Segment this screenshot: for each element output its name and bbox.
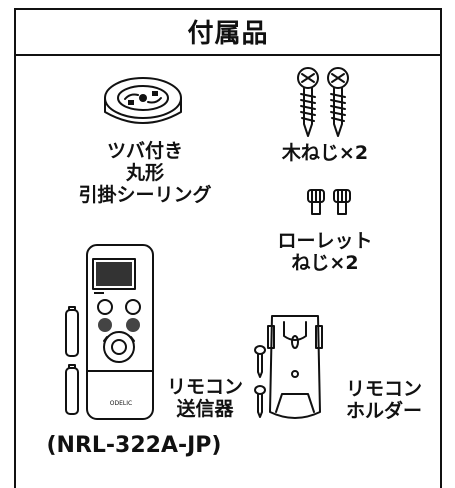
remote-model-label: (NRL-322A-JP) (46, 433, 222, 458)
remote-label: リモコン 送信器 (160, 376, 250, 420)
wood-screw-icon (297, 67, 349, 137)
knurled-screws-label: ローレット ねじ×2 (260, 230, 390, 274)
remote-brand-mark: ODELIC (110, 400, 132, 407)
knurled-screws-line2: ねじ×2 (291, 252, 359, 274)
remote-control-icon: ODELIC (86, 244, 154, 420)
holder-line1: リモコン (345, 378, 422, 400)
knurled-screws-line1: ローレット (277, 230, 373, 252)
holder-line2: ホルダー (345, 400, 422, 422)
holder-label: リモコン ホルダー (334, 378, 434, 422)
remote-line1: リモコン (166, 376, 243, 398)
remote-line2: 送信器 (176, 398, 234, 420)
ceiling-rose-icon (104, 77, 182, 124)
ceiling-rose-line1: ツバ付き (106, 140, 183, 162)
page-title: 付属品 (187, 18, 269, 49)
ceiling-rose-line2: 丸形 (125, 162, 164, 184)
knurled-screw-icon (307, 189, 351, 215)
header-bar: 付属品 (14, 8, 442, 56)
accessories-frame (14, 8, 442, 488)
ceiling-rose-label: ツバ付き 丸形 引掛シーリング (55, 140, 235, 206)
holder-screw-icon (254, 345, 266, 418)
wood-screws-label: 木ねじ×2 (281, 142, 369, 164)
remote-holder-icon (267, 315, 323, 419)
battery-icon (65, 306, 79, 415)
ceiling-rose-line3: 引掛シーリング (78, 184, 212, 206)
